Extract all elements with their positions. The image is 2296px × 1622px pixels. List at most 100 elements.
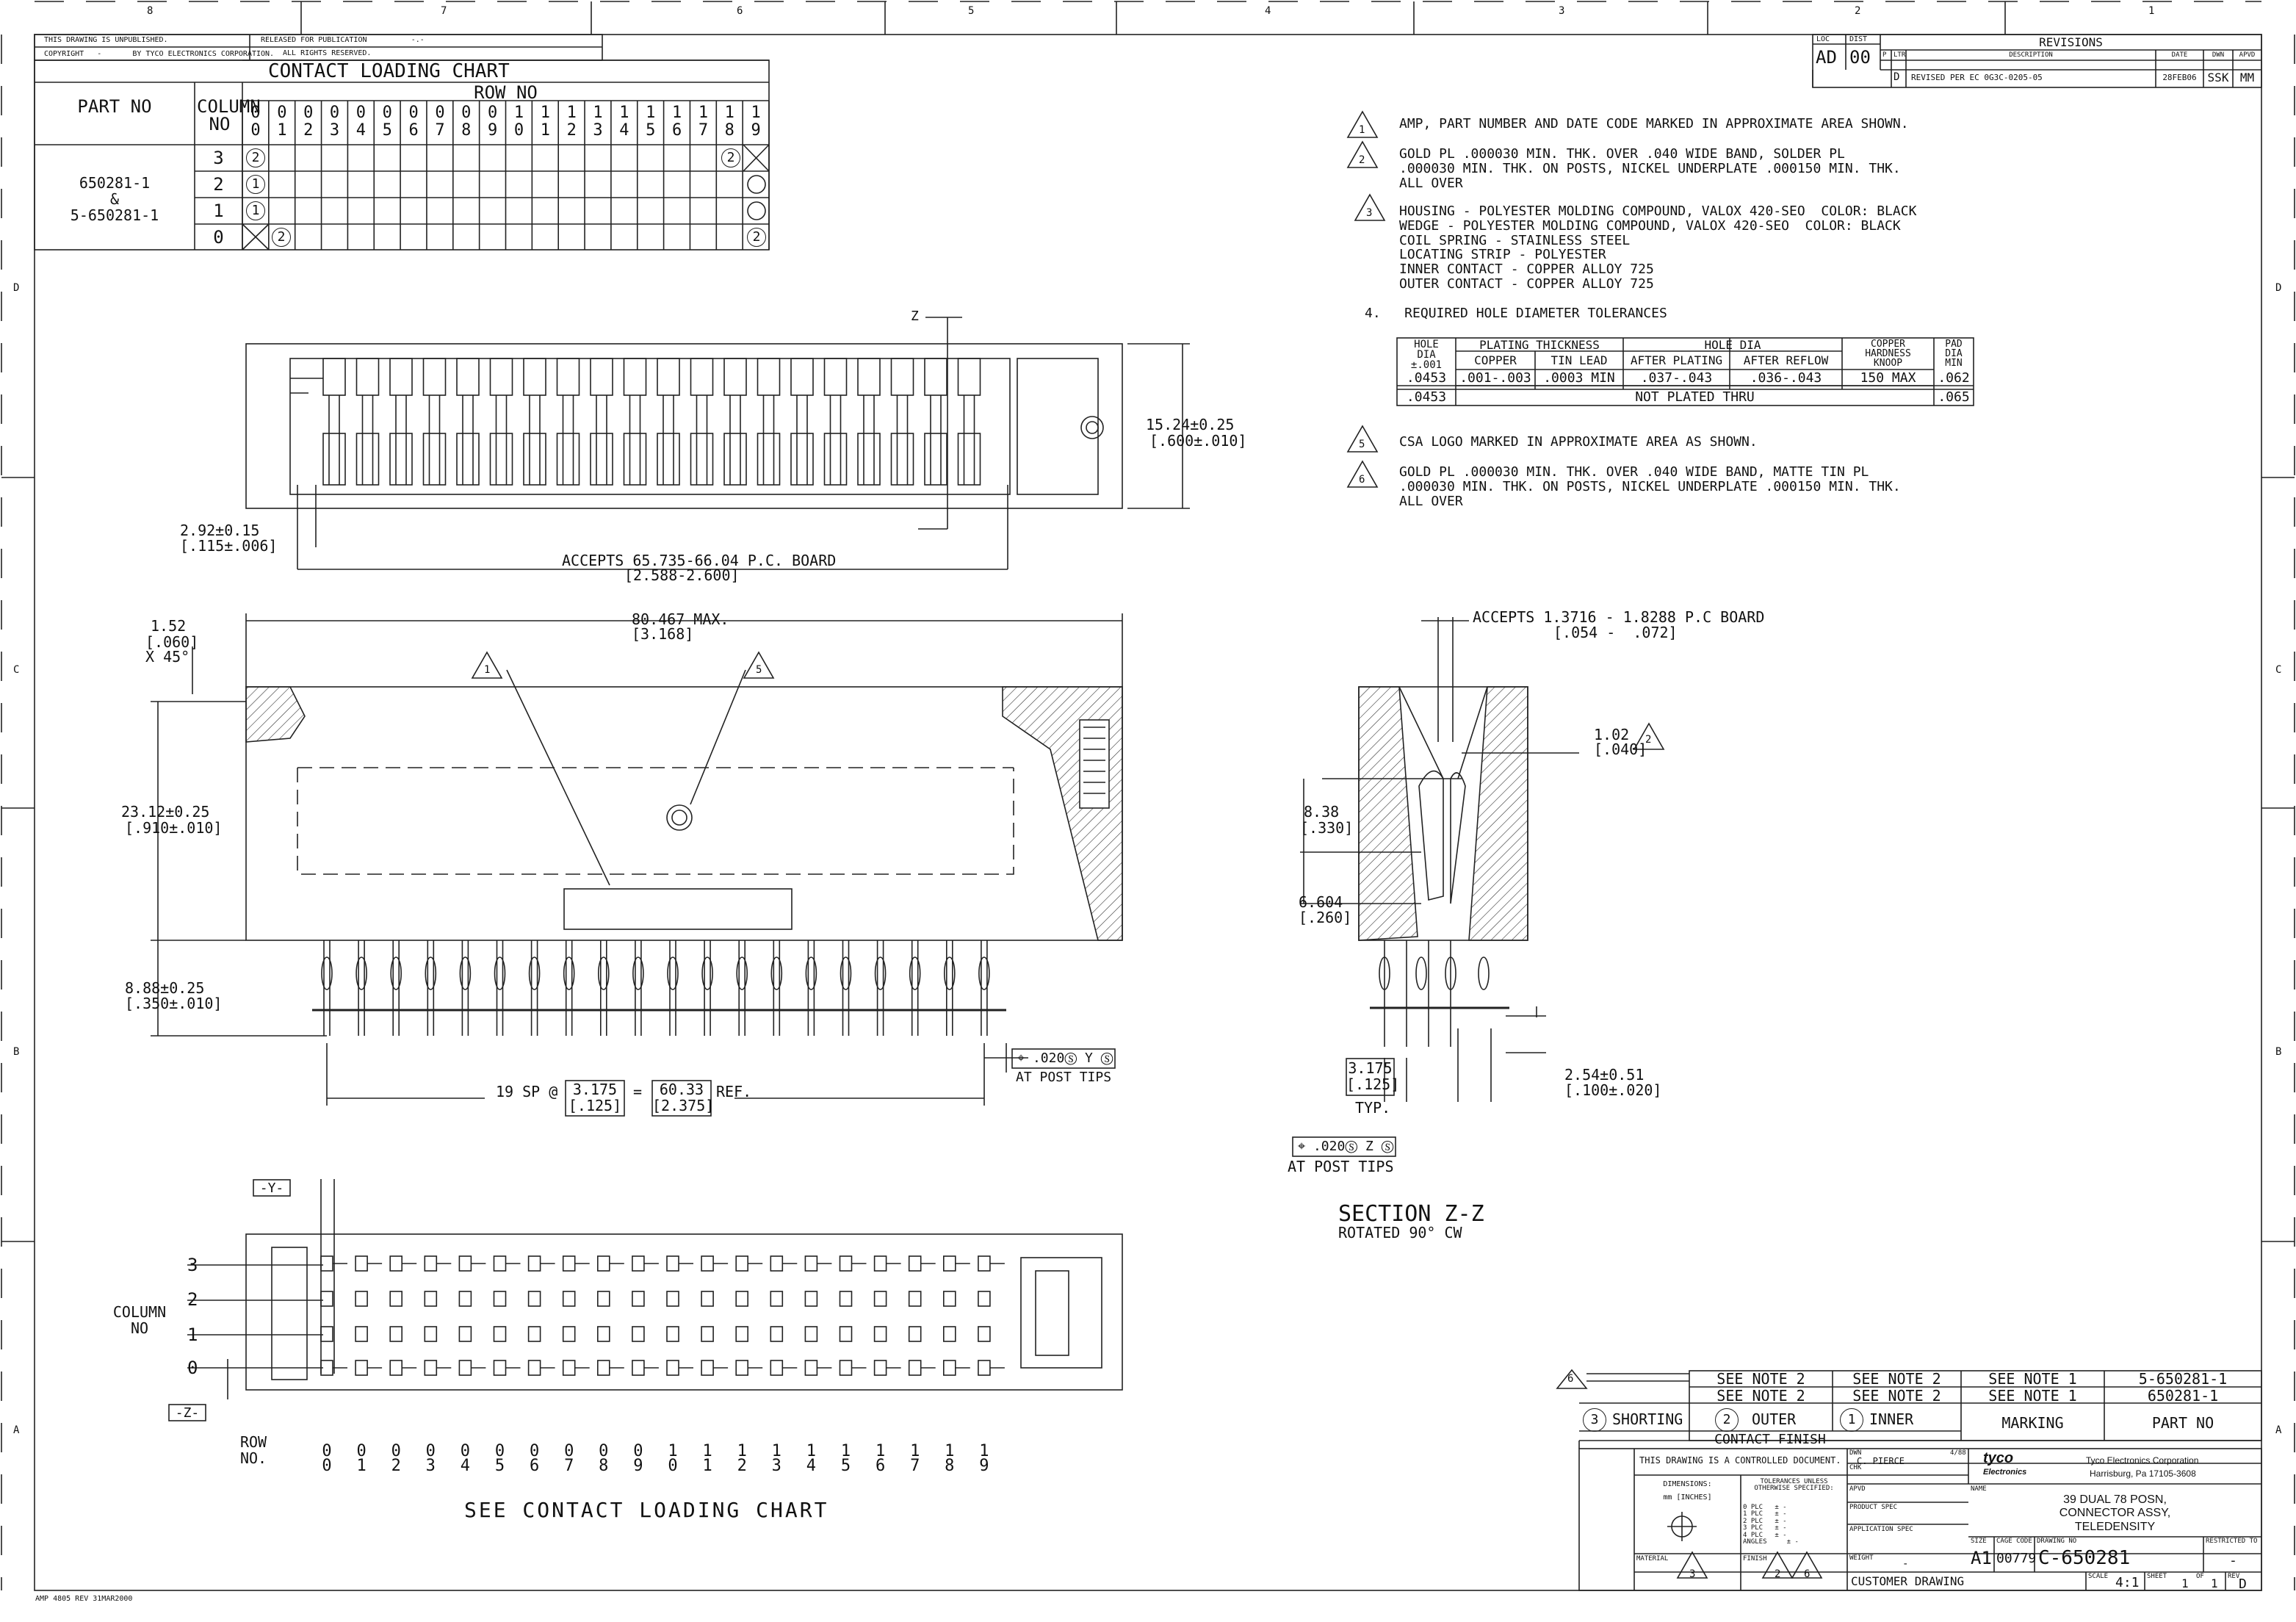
side-at-post-tips: AT POST TIPS	[1016, 1070, 1112, 1085]
part-no-label: PART NO	[2151, 1414, 2214, 1432]
released-note: RELEASED FOR PUBLICATION -.-	[261, 36, 425, 44]
bottom-view-drawing	[187, 1179, 1123, 1399]
bv-column-2: 2	[187, 1289, 198, 1310]
bv-row-top-17: 1	[910, 1442, 920, 1460]
hole-dia-header: HOLE DIA ±.001	[1410, 339, 1443, 371]
bv-row-bottom-13: 3	[771, 1457, 781, 1475]
column-0: 0	[213, 227, 224, 248]
column-2: 2	[213, 174, 224, 195]
column-no-header: COLUMN NO	[197, 96, 261, 134]
side-note-1-flag: 1	[484, 664, 491, 676]
zone-8: 8	[147, 5, 154, 17]
dwn-label: DWN	[1849, 1449, 1862, 1457]
section-title: SECTION Z-Z	[1338, 1201, 1484, 1227]
chamfer-deg: X 45°	[145, 648, 190, 666]
zone-c-right: C	[2275, 664, 2282, 676]
corp-address: Harrisburg, Pa 17105-3608	[2090, 1468, 2196, 1479]
top-view-drawing	[245, 317, 1190, 570]
section-pitch-in: [.125]	[1346, 1075, 1400, 1093]
restricted-value: -	[2229, 1553, 2237, 1568]
lc-row-bottom-9: 9	[488, 121, 498, 140]
revisions-box	[1812, 34, 2262, 88]
section-d1-mm: 1.02	[1594, 726, 1630, 743]
lc-row-bottom-6: 6	[408, 121, 419, 140]
lc-row-top-9: 0	[488, 104, 498, 122]
dimensions-label: DIMENSIONS:	[1663, 1480, 1712, 1488]
lc-row-top-13: 1	[593, 104, 603, 122]
contact-code-row3-left: 2	[246, 148, 265, 167]
finish-r1-outer: SEE NOTE 2	[1852, 1370, 1941, 1388]
lc-row-top-12: 1	[566, 104, 577, 122]
copper-header: COPPER	[1474, 353, 1517, 367]
hole-r2-pad: .065	[1938, 389, 1970, 405]
zone-5: 5	[968, 5, 975, 17]
lc-row-top-8: 0	[461, 104, 472, 122]
lc-row-top-19: 1	[751, 104, 761, 122]
note-5: CSA LOGO MARKED IN APPROXIMATE AREA AS S…	[1399, 434, 1758, 450]
zone-c-left: C	[13, 664, 20, 676]
spacing-label: 19 SP @	[496, 1083, 558, 1100]
lc-row-bottom-13: 3	[593, 121, 603, 140]
section-d3-in: [.260]	[1299, 909, 1352, 926]
inner-label: INNER	[1869, 1410, 1914, 1428]
finish-r1-part: 5-650281-1	[2138, 1370, 2228, 1388]
tolerance-list: 0 PLC ± - 1 PLC ± - 2 PLC ± - 3 PLC ± - …	[1743, 1504, 1799, 1546]
zone-2: 2	[1855, 5, 1861, 17]
zone-3: 3	[1559, 5, 1565, 17]
hole-dia-col-header: HOLE DIA	[1704, 338, 1761, 352]
bv-row-bottom-7: 7	[564, 1457, 574, 1475]
bv-row-bottom-19: 9	[979, 1457, 989, 1475]
rev-dwn: SSK	[2207, 71, 2229, 84]
after-plating-header: AFTER PLATING	[1630, 353, 1723, 367]
lc-row-top-3: 0	[329, 104, 340, 122]
bv-row-bottom-10: 0	[668, 1457, 678, 1475]
part-no-header: PART NO	[77, 96, 152, 117]
rev-h-date: DATE	[2171, 51, 2188, 59]
post-mm: 8.88±0.25	[125, 979, 205, 997]
note-1: AMP, PART NUMBER AND DATE CODE MARKED IN…	[1399, 116, 1909, 131]
zone-d-right: D	[2275, 282, 2282, 294]
finish-r1-marking: SEE NOTE 1	[1988, 1370, 2077, 1388]
zone-a-right: A	[2275, 1424, 2282, 1436]
chk-label: CHK	[1849, 1464, 1862, 1471]
lc-row-bottom-0: 0	[250, 121, 261, 140]
rev-apvd: MM	[2239, 71, 2255, 84]
row-no-label: ROW NO.	[239, 1433, 267, 1467]
section-tolerance-box: ⌖ .020Ⓢ Z Ⓢ	[1298, 1139, 1394, 1154]
total-mm: 60.33	[659, 1081, 704, 1098]
bv-row-top-13: 1	[771, 1442, 781, 1460]
lc-row-bottom-15: 5	[646, 121, 656, 140]
bv-row-bottom-1: 1	[356, 1457, 367, 1475]
zone-b-left: B	[13, 1046, 20, 1058]
finish-r2-shorting: SEE NOTE 2	[1716, 1387, 1805, 1405]
hole-r1-pad: .062	[1938, 370, 1970, 386]
top-offset-in: [.115±.006]	[180, 537, 278, 555]
title-block-grid	[1578, 1370, 2262, 1591]
side-tolerance-box: ⌖ .020Ⓢ Y Ⓢ	[1017, 1050, 1113, 1066]
hole-r1-dia: .0453	[1406, 370, 1447, 386]
after-reflow-header: AFTER REFLOW	[1743, 353, 1829, 367]
contact-code-row0-right: 2	[747, 228, 766, 247]
hole-r1-copper: .001-.003	[1459, 370, 1531, 386]
rev-h-dwn: DWN	[2212, 51, 2225, 59]
hole-table-grid	[1396, 337, 1974, 406]
outer-flag: 2	[1715, 1408, 1739, 1432]
bv-column-0: 0	[187, 1358, 198, 1378]
contact-code-row0-left: 2	[272, 228, 291, 247]
unpublished-note: THIS DRAWING IS UNPUBLISHED.	[44, 36, 168, 44]
section-at-post-tips: AT POST TIPS	[1288, 1158, 1394, 1175]
side-height-in: [.910±.010]	[125, 819, 223, 837]
bv-row-top-1: 0	[356, 1442, 367, 1460]
section-d4-mm: 2.54±0.51	[1564, 1066, 1645, 1084]
rev-desc: REVISED PER EC 0G3C-0205-05	[1911, 73, 2043, 82]
marking-label: MARKING	[2001, 1414, 2064, 1432]
dwn-value: C. PIERCE	[1857, 1456, 1905, 1466]
tyco-logo-sub: Electronics	[1983, 1468, 2027, 1477]
lc-row-top-6: 0	[408, 104, 419, 122]
bv-row-bottom-11: 1	[702, 1457, 712, 1475]
bv-column-1: 1	[187, 1324, 198, 1345]
section-pitch-mm: 3.175	[1348, 1059, 1393, 1077]
lc-row-bottom-18: 8	[724, 121, 734, 140]
bv-row-bottom-3: 3	[425, 1457, 436, 1475]
bv-row-bottom-9: 9	[633, 1457, 643, 1475]
